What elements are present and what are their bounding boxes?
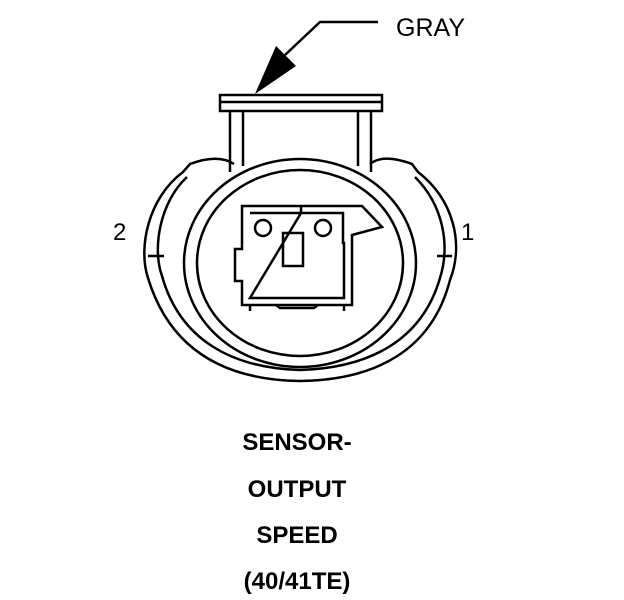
connector-title: SENSOR- OUTPUT SPEED (40/41TE) — [242, 429, 351, 595]
title-line-2: OUTPUT — [248, 476, 347, 503]
pin-label-2: 2 — [113, 219, 126, 246]
wire-callout: GRAY — [255, 14, 465, 94]
callout-leader-line — [284, 20, 378, 56]
connector-lock-tab — [218, 93, 384, 172]
pin-1-terminal — [313, 218, 333, 238]
pin-label-1: 1 — [461, 219, 474, 246]
terminal-cavity — [233, 204, 385, 311]
face-inner-rim — [195, 168, 405, 358]
face-outer-rim — [182, 157, 418, 369]
center-key-slot — [281, 231, 305, 268]
connector-face — [182, 157, 418, 369]
pin-2-terminal — [253, 218, 273, 238]
wire-color-label: GRAY — [396, 14, 465, 42]
connector-shell — [143, 157, 458, 383]
callout-arrowhead — [255, 46, 296, 94]
title-line-4: (40/41TE) — [244, 568, 351, 595]
title-line-3: SPEED — [256, 522, 337, 549]
title-line-1: SENSOR- — [242, 429, 351, 456]
